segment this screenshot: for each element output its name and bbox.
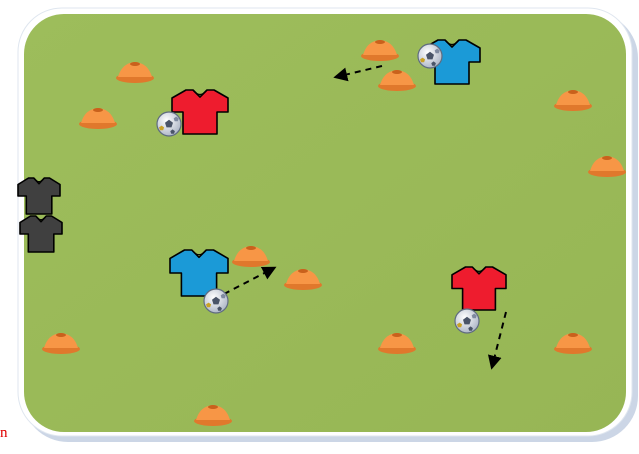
caption-text: n [0, 424, 8, 442]
soccer-ball-icon [157, 112, 181, 136]
soccer-ball-icon [418, 44, 442, 68]
soccer-ball-icon [455, 309, 479, 333]
soccer-ball-icon [204, 289, 228, 313]
pitch-field [24, 14, 626, 432]
